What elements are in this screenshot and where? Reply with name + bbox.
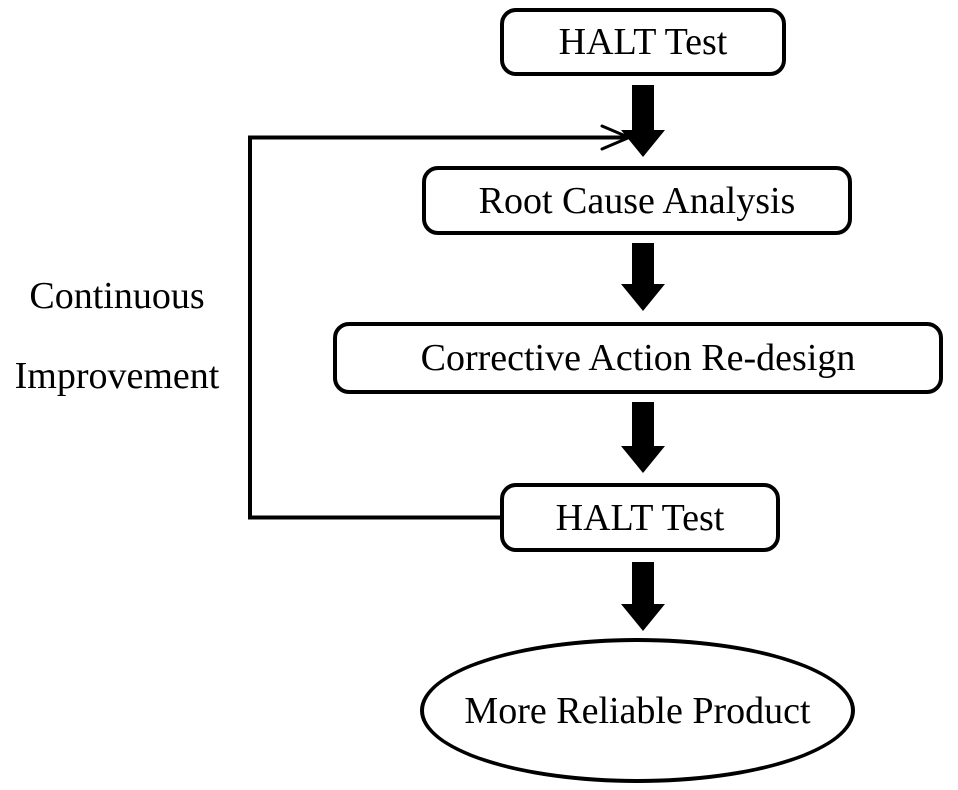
node-more-reliable-product: More Reliable Product [420, 638, 855, 783]
feedback-loop-line [248, 135, 628, 520]
node-halt-test-1: HALT Test [500, 8, 786, 76]
down-arrow-4 [621, 562, 665, 631]
node-more-reliable-product-label: More Reliable Product [464, 689, 811, 732]
node-corrective-action-redesign: Corrective Action Re-design [333, 322, 943, 394]
node-halt-test-2: HALT Test [500, 483, 780, 552]
node-halt-test-2-label: HALT Test [555, 496, 725, 539]
continuous-improvement-label-line2: Improvement [14, 355, 220, 397]
node-root-cause-analysis-label: Root Cause Analysis [478, 179, 796, 222]
down-arrow-1 [621, 85, 665, 157]
down-arrow-3 [621, 402, 665, 473]
continuous-improvement-label-line1: Continuous [29, 275, 205, 317]
node-root-cause-analysis: Root Cause Analysis [422, 166, 852, 235]
node-corrective-action-redesign-label: Corrective Action Re-design [420, 337, 856, 379]
node-halt-test-1-label: HALT Test [558, 21, 728, 63]
continuous-improvement-label: Continuous Improvement [0, 256, 234, 416]
down-arrow-2 [621, 243, 665, 311]
